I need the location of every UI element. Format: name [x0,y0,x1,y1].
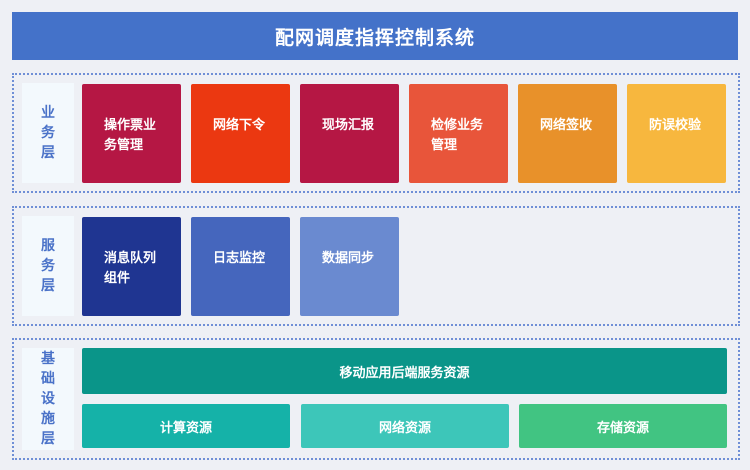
label-char: 业 [41,105,55,121]
tile-storage-resources[interactable]: 存储资源 [519,404,727,448]
label-char: 层 [41,278,55,294]
tile-log-monitoring[interactable]: 日志监控 [191,217,290,316]
infrastructure-layer-label: 基 础 设 施 层 [22,348,74,450]
tile-network-receipt[interactable]: 网络签收 [518,84,617,183]
tile-line: 组件 [104,271,131,286]
tile-line: 管理 [431,138,458,153]
tile-field-report[interactable]: 现场汇报 [300,84,399,183]
tile-data-sync[interactable]: 数据同步 [300,217,399,316]
label-char: 服 [41,238,55,254]
tile-network-order[interactable]: 网络下令 [191,84,290,183]
label-char: 务 [41,125,55,141]
label-char: 础 [41,371,55,387]
business-layer: 业 务 层 操作票业 务管理 网络下令 现场汇报 检修业务 管理 网络签收 防误… [12,73,740,193]
tile-message-queue[interactable]: 消息队列 组件 [82,217,181,316]
tile-operation-ticket[interactable]: 操作票业 务管理 [82,84,181,183]
infrastructure-layer: 基 础 设 施 层 移动应用后端服务资源 计算资源 网络资源 存储资源 [12,338,740,460]
page-title: 配网调度指挥控制系统 [12,12,738,60]
tile-line: 网络签收 [540,118,593,133]
tile-line: 检修业务 [431,118,484,133]
tile-line: 操作票业 [104,118,157,133]
tile-line: 防误校验 [649,118,702,133]
label-char: 施 [41,411,55,427]
tile-maintenance[interactable]: 检修业务 管理 [409,84,508,183]
service-layer-label: 服 务 层 [22,216,74,316]
tile-network-resources[interactable]: 网络资源 [301,404,509,448]
tile-line: 网络下令 [213,118,266,133]
label-char: 设 [41,391,55,407]
label-char: 基 [41,351,55,367]
service-layer: 服 务 层 消息队列 组件 日志监控 数据同步 [12,206,740,326]
tile-compute-resources[interactable]: 计算资源 [82,404,290,448]
label-char: 层 [41,431,55,447]
label-char: 务 [41,258,55,274]
tile-line: 日志监控 [213,251,266,266]
label-char: 层 [41,145,55,161]
tile-line: 消息队列 [104,251,157,266]
tile-misoperation-check[interactable]: 防误校验 [627,84,726,183]
tile-line: 务管理 [104,138,144,153]
tile-mobile-backend-resources[interactable]: 移动应用后端服务资源 [82,348,727,394]
business-layer-label: 业 务 层 [22,83,74,183]
tile-line: 数据同步 [322,251,375,266]
tile-line: 现场汇报 [322,118,375,133]
